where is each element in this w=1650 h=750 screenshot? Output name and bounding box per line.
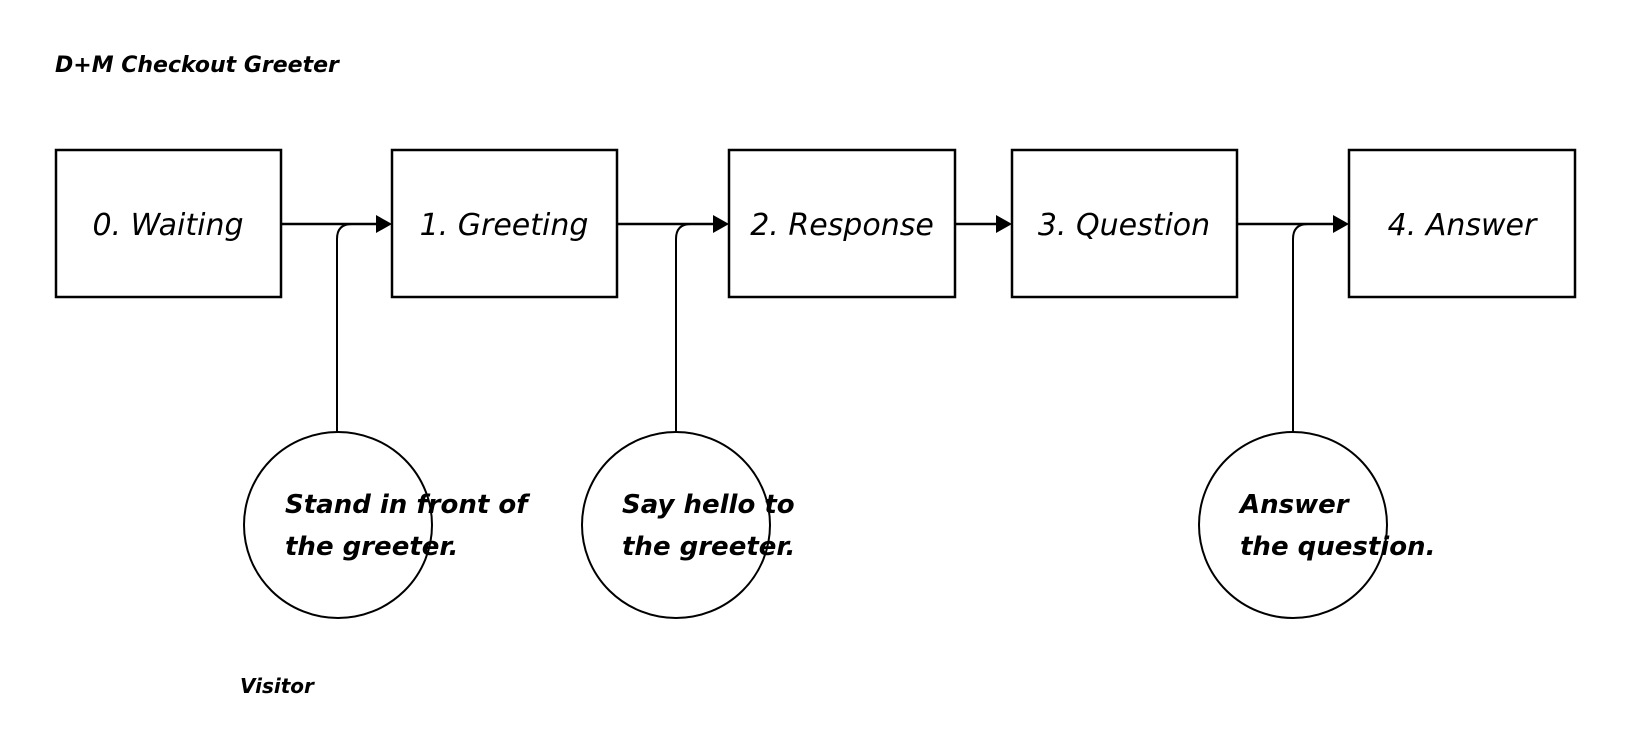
action-text-0-line2: the greeter. xyxy=(285,532,458,562)
stage-box-answer xyxy=(1347,148,1577,299)
action-connector-2 xyxy=(1292,223,1309,432)
action-text-1-line2: the greeter. xyxy=(622,532,795,562)
flow-arrow-head-3 xyxy=(1333,215,1349,233)
diagram-title: D+M Checkout Greeter xyxy=(55,53,340,78)
stage-box-question xyxy=(1010,148,1239,299)
stage-label-question: 3. Question xyxy=(1038,208,1210,243)
stage-label-response: 2. Response xyxy=(750,208,934,243)
flow-arrow-head-2 xyxy=(996,215,1012,233)
stage-label-greeting: 1. Greeting xyxy=(420,208,589,243)
stage-box-waiting xyxy=(54,148,283,299)
flow-arrow-head-0 xyxy=(376,215,392,233)
action-text-2-line2: the question. xyxy=(1240,532,1435,562)
action-circle-0 xyxy=(243,431,433,619)
flow-arrow-head-1 xyxy=(713,215,729,233)
actor-label: Visitor xyxy=(240,674,315,698)
action-text-2-line1: Answer xyxy=(1238,490,1351,520)
stage-box-response xyxy=(727,148,957,299)
action-connector-1 xyxy=(675,223,692,432)
action-connector-0 xyxy=(336,223,353,432)
action-text-0-line1: Stand in front of xyxy=(285,490,531,520)
stage-box-greeting xyxy=(390,148,619,299)
stage-label-answer: 4. Answer xyxy=(1388,208,1538,243)
stage-label-waiting: 0. Waiting xyxy=(92,208,243,243)
action-circle-1 xyxy=(581,431,771,619)
action-text-1-line1: Say hello to xyxy=(622,490,795,520)
action-circle-2 xyxy=(1198,431,1388,619)
